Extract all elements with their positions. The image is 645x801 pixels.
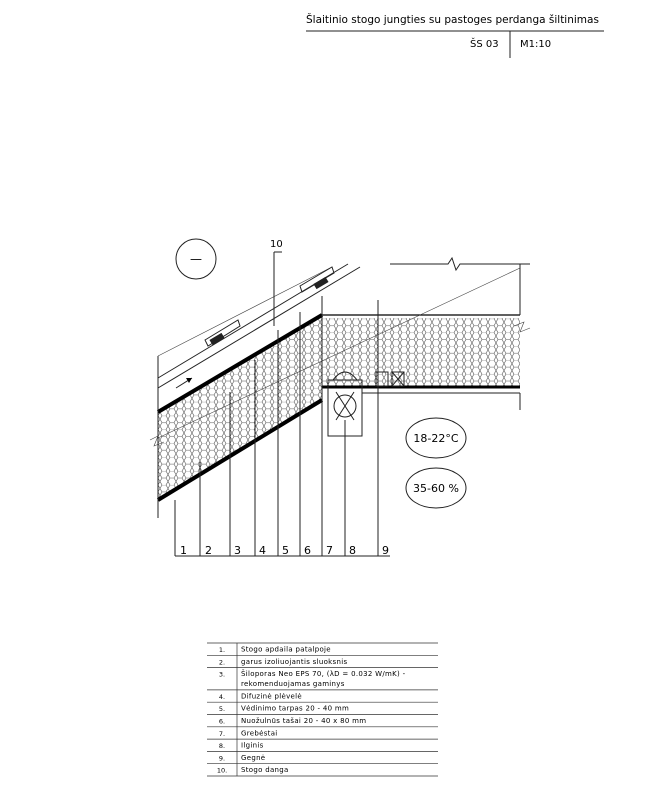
callout-2: 2 bbox=[205, 544, 212, 557]
legend-row-text: Ilginis bbox=[241, 742, 264, 750]
vapour-barrier-lower bbox=[156, 398, 324, 502]
beam-circle bbox=[333, 394, 357, 418]
callout-4: 4 bbox=[259, 544, 266, 557]
callout-6: 6 bbox=[304, 544, 311, 557]
section-symbol-circle bbox=[175, 238, 217, 280]
insulation-floor bbox=[322, 318, 520, 386]
callout-5: 5 bbox=[282, 544, 289, 557]
left-break bbox=[149, 435, 165, 447]
temperature-ellipse bbox=[405, 417, 467, 459]
rafter-diagonal bbox=[157, 267, 521, 439]
legend-row-text: rekomenduojamas gaminys bbox=[241, 680, 345, 688]
right-break bbox=[513, 321, 531, 333]
humidity-label: 35-60 % bbox=[413, 482, 459, 495]
insulation-slope-upper bbox=[158, 315, 322, 468]
legend-row-number: 10. bbox=[217, 767, 227, 775]
legend-row-number: 2. bbox=[219, 658, 225, 666]
legend-row-number: 4. bbox=[219, 693, 225, 701]
sheet-code: ŠS 03 bbox=[470, 37, 499, 50]
leader-lines bbox=[174, 251, 390, 557]
legend-row-text: Stogo danga bbox=[241, 766, 289, 774]
sheet-scale: M1:10 bbox=[520, 39, 551, 50]
humidity-ellipse bbox=[405, 467, 467, 509]
beam-top-arc bbox=[332, 371, 358, 381]
roof-cover-line-2 bbox=[157, 266, 361, 389]
title-block: Šlaitinio stogo jungties su pastoges per… bbox=[306, 13, 604, 58]
roof-tiles bbox=[204, 266, 335, 347]
ventilation-arrow-head bbox=[186, 378, 192, 383]
callout-9: 9 bbox=[382, 544, 389, 557]
callout-8: 8 bbox=[349, 544, 356, 557]
legend-row-number: 5. bbox=[219, 705, 225, 713]
vapour-barrier-upper bbox=[156, 313, 324, 414]
legend-row-text: Nuožulnūs tašai 20 - 40 x 80 mm bbox=[241, 717, 366, 725]
legend-row-number: 8. bbox=[219, 742, 225, 750]
callout-1: 1 bbox=[180, 544, 187, 557]
temperature-label: 18-22°C bbox=[413, 432, 458, 445]
legend-row-text: Vėdinimo tarpas 20 - 40 mm bbox=[241, 705, 349, 713]
legend-row-number: 9. bbox=[219, 754, 225, 762]
top-break-line bbox=[390, 256, 530, 272]
legend-row-text: Difuzinė plėvelė bbox=[241, 692, 302, 700]
sheet-title: Šlaitinio stogo jungties su pastoges per… bbox=[306, 13, 599, 26]
floor-batten-1 bbox=[375, 371, 389, 387]
section-symbol-text: — bbox=[190, 252, 202, 266]
legend-row-text: garus izoliuojantis sluoksnis bbox=[241, 658, 347, 666]
legend-row-number: 3. bbox=[219, 671, 225, 679]
roof-cover-line-3 bbox=[157, 267, 331, 357]
callout-10: 10 bbox=[270, 239, 283, 250]
callout-7: 7 bbox=[326, 544, 333, 557]
legend-table: 1. Stogo apdaila patalpoje 2. garus izoliuo… bbox=[207, 642, 438, 777]
floor-batten-2 bbox=[391, 371, 405, 387]
legend-row-number: 7. bbox=[219, 730, 225, 738]
insulation-slope-lower bbox=[158, 370, 322, 500]
roof-detail: — bbox=[149, 238, 531, 557]
legend-row-number: 6. bbox=[219, 718, 225, 726]
legend-row-text: Grebėstai bbox=[241, 729, 278, 737]
callout-3: 3 bbox=[234, 544, 241, 557]
legend-row-text: Gegnė bbox=[241, 754, 265, 762]
legend-row-text: Šiloporas Neo EPS 70, (λD = 0.032 W/mK) … bbox=[241, 669, 406, 678]
legend-row-number: 1. bbox=[219, 646, 225, 654]
legend-row-text: Stogo apdaila patalpoje bbox=[241, 646, 331, 654]
